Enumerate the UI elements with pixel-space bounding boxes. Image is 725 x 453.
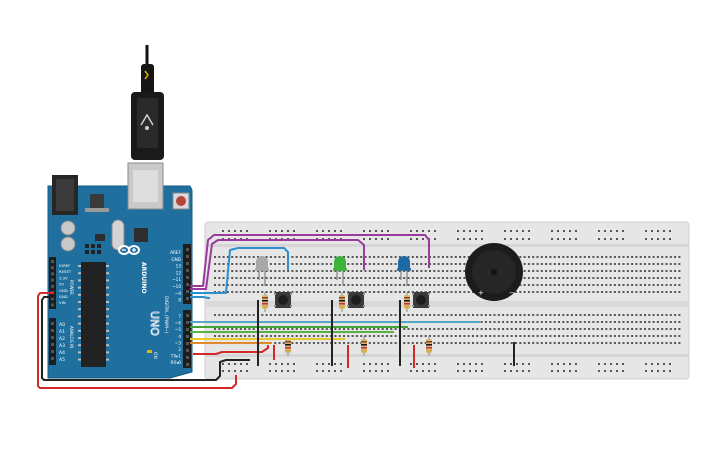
on-label: ON bbox=[152, 352, 158, 359]
resistor-button-2[interactable] bbox=[361, 336, 367, 356]
pin-label-top: GND bbox=[171, 257, 181, 262]
wire-black-gnd bbox=[41, 296, 250, 381]
pin-label-analog: A3 bbox=[59, 343, 65, 349]
resistor-button-3[interactable] bbox=[426, 336, 432, 356]
wire-red bbox=[193, 345, 269, 355]
digital-header-bottom bbox=[183, 310, 191, 368]
pin-label-power: RESET bbox=[59, 269, 72, 274]
digital-header-top bbox=[183, 244, 191, 304]
pin-label-top: ~9 bbox=[175, 291, 182, 296]
capacitor bbox=[60, 236, 76, 252]
led-3[interactable] bbox=[397, 256, 411, 286]
pin-label-analog: A4 bbox=[59, 350, 65, 356]
arduino-brand: ARDUINO bbox=[140, 262, 147, 293]
led-2[interactable] bbox=[333, 256, 347, 286]
wires[interactable] bbox=[37, 234, 515, 389]
digital-header: DIGITAL (PWM~) bbox=[163, 296, 169, 334]
pin-label-power: IOREF bbox=[59, 263, 70, 268]
pin-label-analog: A5 bbox=[59, 357, 65, 363]
atmega-chip bbox=[81, 262, 106, 367]
pin-label-bottom: ~5 bbox=[175, 327, 182, 332]
power-header-strip bbox=[49, 257, 56, 309]
pin-label-bottom: RX◂0 bbox=[170, 360, 181, 365]
pin-label-bottom: 4 bbox=[178, 334, 181, 339]
analog-header-strip bbox=[49, 318, 56, 365]
resistor-led-2[interactable] bbox=[339, 292, 345, 312]
pin-label-top: 12 bbox=[176, 270, 182, 275]
pin-label-bottom: ~3 bbox=[175, 340, 182, 345]
buzzer-minus-label: − bbox=[509, 289, 515, 297]
pushbutton-2[interactable] bbox=[347, 292, 365, 308]
pin-label-top: 8 bbox=[178, 298, 181, 303]
capacitor bbox=[60, 220, 76, 236]
power-led bbox=[147, 350, 152, 353]
pin-label-bottom: 7 bbox=[178, 314, 181, 319]
pin-label-top: AREF bbox=[170, 250, 181, 255]
pin-label-top: ~10 bbox=[172, 284, 181, 289]
pin-label-bottom: ~6 bbox=[175, 321, 182, 326]
pin-label-analog: A0 bbox=[59, 322, 65, 328]
arduino-uno[interactable]: ARDUINO UNO ON DIGITAL (PWM~) POWER ANAL… bbox=[47, 45, 193, 379]
resistor-led-3[interactable] bbox=[404, 292, 410, 312]
wire-purple bbox=[190, 234, 430, 287]
pin-label-bottom: 2 bbox=[178, 347, 181, 352]
wire-blue-bus bbox=[190, 296, 210, 299]
uno-label: UNO bbox=[148, 311, 161, 336]
analog-header: ANALOG IN bbox=[69, 326, 74, 348]
usb-cable bbox=[141, 64, 154, 94]
wire-blue bbox=[190, 247, 289, 294]
buzzer-plus-label: + bbox=[478, 289, 484, 297]
pin-label-bottom: TX▸1 bbox=[170, 354, 182, 359]
arduino-logo bbox=[118, 245, 140, 255]
wire-purple-2 bbox=[190, 239, 365, 290]
pin-label-power: 3.3V bbox=[59, 275, 68, 280]
pushbutton-1[interactable] bbox=[274, 292, 292, 308]
resistor-led-1[interactable] bbox=[262, 292, 268, 312]
pin-label-power: GND bbox=[59, 294, 68, 299]
piezo-buzzer[interactable]: + − bbox=[465, 243, 523, 301]
pin-label-power: 5V bbox=[59, 282, 64, 287]
pin-label-analog: A2 bbox=[59, 336, 65, 342]
pin-label-power: VIN bbox=[59, 300, 66, 305]
power-header: POWER bbox=[69, 280, 74, 295]
pin-label-top: 13 bbox=[176, 264, 182, 269]
wire-red-gnd bbox=[37, 292, 237, 389]
pin-label-analog: A1 bbox=[59, 329, 65, 335]
pin-label-power: GND bbox=[59, 288, 68, 293]
pin-label-top: ~11 bbox=[172, 277, 181, 282]
led-1[interactable] bbox=[255, 256, 269, 286]
pushbutton-3[interactable] bbox=[412, 292, 430, 308]
